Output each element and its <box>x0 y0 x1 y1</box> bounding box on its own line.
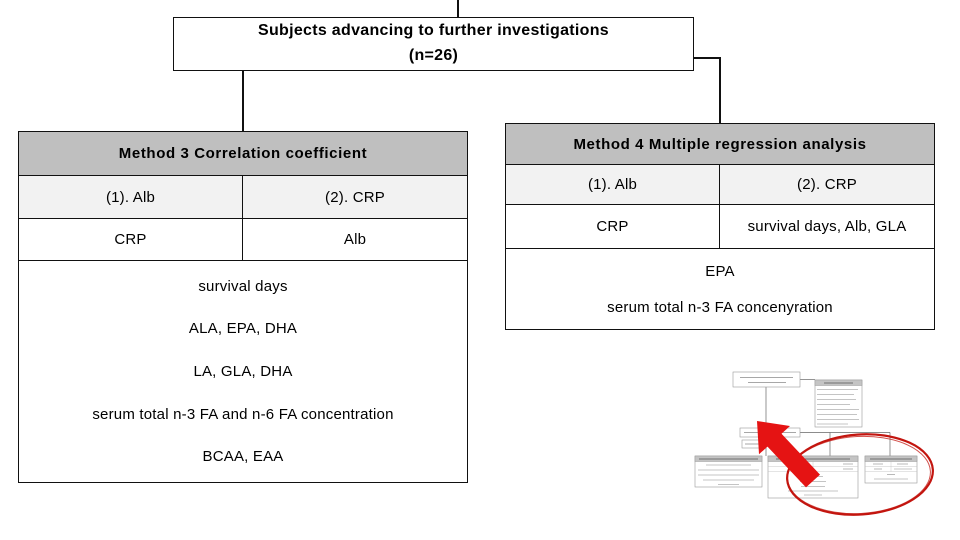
method3-subheader-crp: (2). CRP <box>325 188 385 206</box>
method4-subheader-alb: (1). Alb <box>506 165 720 204</box>
thumbnail-top-box <box>732 371 801 388</box>
method3-value-row: CRP Alb <box>19 219 467 261</box>
method3-value-alb: Alb <box>343 231 367 248</box>
connector-right-vertical <box>719 57 721 123</box>
method4-items: EPA serum total n-3 FA concenyration <box>506 249 934 329</box>
connector-right-horizontal <box>694 57 721 59</box>
method3-item: LA, GLA, DHA <box>193 362 293 380</box>
method3-title: Method 3 Correlation coefficient <box>19 132 467 176</box>
method4-table: Method 4 Multiple regression analysis (1… <box>505 123 935 330</box>
connector-top-vertical <box>457 0 459 17</box>
method4-subheader-crp: (2). CRP <box>797 176 857 193</box>
method3-value-crp: CRP <box>19 219 243 260</box>
method3-table: Method 3 Correlation coefficient (1). Al… <box>18 131 468 483</box>
method3-item: ALA, EPA, DHA <box>188 320 298 338</box>
method3-subheader-row: (1). Alb (2). CRP <box>19 176 467 219</box>
method4-subheader-row: (1). Alb (2). CRP <box>506 165 934 205</box>
subjects-box-line2: (n=26) <box>408 47 459 64</box>
highlight-arrow <box>757 421 820 488</box>
method4-title: Method 4 Multiple regression analysis <box>506 124 934 165</box>
method3-item: BCAA, EAA <box>202 448 284 466</box>
highlight-ellipse <box>786 433 934 516</box>
method3-item: survival days <box>198 277 288 295</box>
method4-item: serum total n-3 FA concenyration <box>607 298 833 316</box>
method4-value-survival: survival days, Alb, GLA <box>747 218 907 235</box>
method3-item: serum total n-3 FA and n-6 FA concentrat… <box>92 405 394 423</box>
method4-value-row: CRP survival days, Alb, GLA <box>506 205 934 249</box>
connector-left-vertical <box>242 71 244 131</box>
method4-item: EPA <box>705 262 735 280</box>
subjects-box-line1: Subjects advancing to further investigat… <box>257 22 610 40</box>
thumbnail-method4-table <box>864 455 918 484</box>
method3-subheader-alb: (1). Alb <box>19 176 243 218</box>
thumbnail-exclusion-box <box>814 379 863 428</box>
method4-value-crp: CRP <box>506 205 720 248</box>
thumbnail-overview <box>694 371 934 516</box>
thumbnail-methods12-table <box>694 455 763 488</box>
subjects-box: Subjects advancing to further investigat… <box>173 17 694 71</box>
method3-items: survival days ALA, EPA, DHA LA, GLA, DHA… <box>19 261 467 482</box>
